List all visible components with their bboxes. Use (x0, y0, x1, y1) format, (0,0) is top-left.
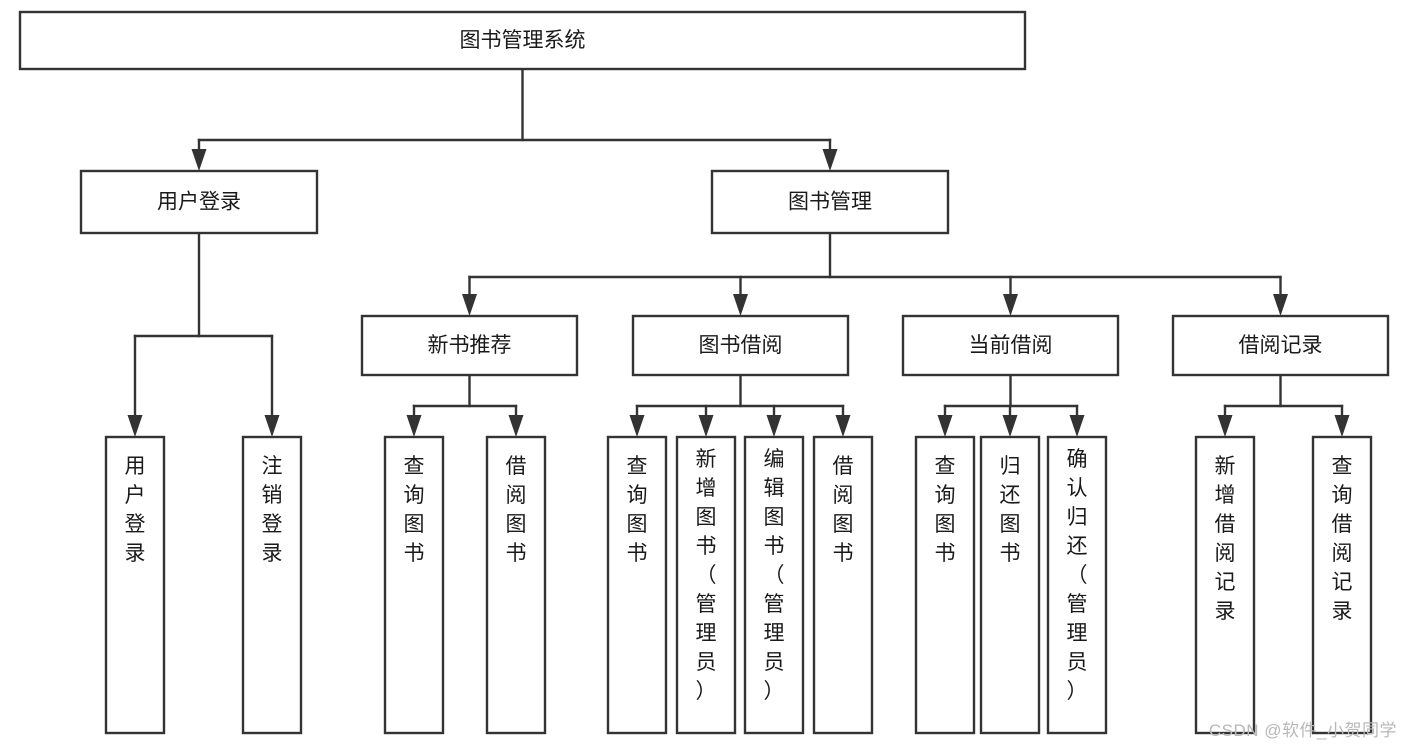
node-leaf-user-login[interactable]: 用户登录 (104, 435, 166, 735)
node-box-new-book-recommend[interactable] (360, 314, 579, 377)
node-box-book-management[interactable] (710, 169, 950, 235)
node-box-leaf-query-book-borrow[interactable] (606, 435, 668, 735)
node-user-login[interactable]: 用户登录 (79, 169, 319, 235)
connector-layer (127, 67, 1350, 437)
node-label-leaf-add-borrow-record: 新增借阅记录 (1215, 455, 1236, 623)
node-root[interactable]: 图书管理系统 (18, 10, 1027, 71)
connector-recommend-to-leaves (406, 373, 524, 437)
node-leaf-borrow-book-recommend[interactable]: 借阅图书 (485, 435, 547, 735)
node-label-leaf-borrow-book: 借阅图书 (833, 455, 854, 565)
node-label-leaf-edit-book-admin: 编辑图书（管理员） (764, 448, 785, 703)
node-box-leaf-query-book-recommend[interactable] (383, 435, 445, 735)
node-label-leaf-add-book-admin: 新增图书（管理员） (696, 448, 717, 703)
connector-bookmgmt-to-level2 (462, 231, 1288, 316)
node-leaf-add-borrow-record[interactable]: 新增借阅记录 (1194, 435, 1256, 735)
node-box-leaf-add-borrow-record[interactable] (1194, 435, 1256, 735)
connector-current-to-leaves (937, 373, 1085, 437)
node-leaf-query-borrow-record[interactable]: 查询借阅记录 (1311, 435, 1373, 735)
node-box-user-login[interactable] (79, 169, 319, 235)
node-label-leaf-query-book-recommend: 查询图书 (404, 455, 425, 565)
node-box-leaf-return-book[interactable] (979, 435, 1041, 735)
connector-borrow-to-leaves (629, 373, 851, 437)
node-new-book-recommend[interactable]: 新书推荐 (360, 314, 579, 377)
node-label-borrow-record: 借阅记录 (1239, 334, 1323, 357)
node-label-leaf-query-book-borrow: 查询图书 (627, 455, 648, 565)
node-leaf-query-book-borrow[interactable]: 查询图书 (606, 435, 668, 735)
node-label-root: 图书管理系统 (460, 29, 586, 52)
node-leaf-query-book-current[interactable]: 查询图书 (914, 435, 976, 735)
node-box-leaf-confirm-return-admin[interactable] (1046, 435, 1108, 735)
node-layer: 图书管理系统用户登录图书管理新书推荐图书借阅当前借阅借阅记录用户登录注销登录查询… (18, 10, 1390, 735)
node-leaf-add-book-admin[interactable]: 新增图书（管理员） (675, 435, 737, 735)
node-box-current-borrow[interactable] (901, 314, 1120, 377)
connector-userlogin-to-leaves (127, 231, 280, 437)
node-label-current-borrow: 当前借阅 (969, 334, 1053, 357)
node-label-book-borrow: 图书借阅 (699, 334, 783, 357)
node-box-leaf-borrow-book[interactable] (812, 435, 874, 735)
node-box-leaf-edit-book-admin[interactable] (743, 435, 805, 735)
node-label-leaf-query-book-current: 查询图书 (935, 455, 956, 565)
node-leaf-query-book-recommend[interactable]: 查询图书 (383, 435, 445, 735)
connector-record-to-leaves (1217, 373, 1350, 437)
node-box-leaf-borrow-book-recommend[interactable] (485, 435, 547, 735)
node-label-leaf-confirm-return-admin: 确认归还（管理员） (1067, 448, 1088, 703)
node-label-leaf-query-borrow-record: 查询借阅记录 (1332, 455, 1353, 623)
node-label-leaf-user-login: 用户登录 (125, 455, 146, 565)
node-label-user-login: 用户登录 (157, 191, 241, 214)
node-leaf-borrow-book[interactable]: 借阅图书 (812, 435, 874, 735)
node-borrow-record[interactable]: 借阅记录 (1171, 314, 1390, 377)
node-box-leaf-user-login[interactable] (104, 435, 166, 735)
node-box-leaf-query-book-current[interactable] (914, 435, 976, 735)
node-label-leaf-user-logout: 注销登录 (262, 455, 283, 565)
node-box-leaf-add-book-admin[interactable] (675, 435, 737, 735)
node-label-leaf-return-book: 归还图书 (1000, 455, 1021, 565)
node-leaf-return-book[interactable]: 归还图书 (979, 435, 1041, 735)
node-box-leaf-user-logout[interactable] (241, 435, 303, 735)
node-label-new-book-recommend: 新书推荐 (428, 334, 512, 357)
node-current-borrow[interactable]: 当前借阅 (901, 314, 1120, 377)
node-book-borrow[interactable]: 图书借阅 (631, 314, 850, 377)
connector-root-to-level1 (191, 67, 838, 171)
node-box-leaf-query-borrow-record[interactable] (1311, 435, 1373, 735)
node-book-management[interactable]: 图书管理 (710, 169, 950, 235)
node-leaf-user-logout[interactable]: 注销登录 (241, 435, 303, 735)
node-box-root[interactable] (18, 10, 1027, 71)
node-leaf-confirm-return-admin[interactable]: 确认归还（管理员） (1046, 435, 1108, 735)
node-box-borrow-record[interactable] (1171, 314, 1390, 377)
node-label-leaf-borrow-book-recommend: 借阅图书 (506, 455, 527, 565)
node-leaf-edit-book-admin[interactable]: 编辑图书（管理员） (743, 435, 805, 735)
node-box-book-borrow[interactable] (631, 314, 850, 377)
node-label-book-management: 图书管理 (788, 191, 872, 214)
